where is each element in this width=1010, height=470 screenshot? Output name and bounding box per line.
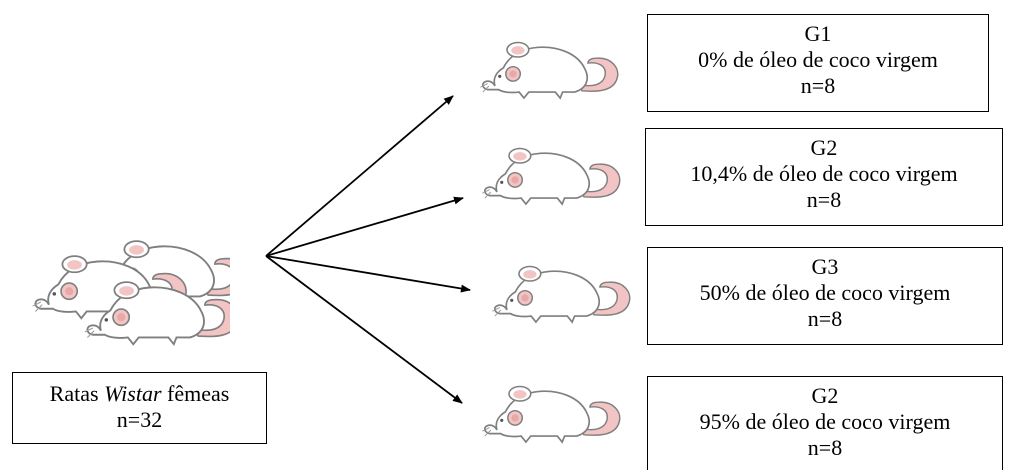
arrow-to-g4: [265, 255, 463, 404]
group-name: G2: [810, 135, 838, 160]
group-box-g2: G2 10,4% de óleo de coco virgem n=8: [645, 128, 1003, 226]
rat-icon-g3: [491, 265, 631, 323]
rat-icon-g2: [481, 147, 621, 205]
source-count: n=32: [116, 407, 163, 432]
rat-icon-g4: [481, 385, 621, 443]
group-box-g4: G2 95% de óleo de coco virgem n=8: [647, 376, 1003, 470]
source-box: Ratas Wistar fêmeas n=32: [12, 372, 267, 444]
group-box-g1: G1 0% de óleo de coco virgem n=8: [647, 14, 989, 112]
arrow-to-g2: [265, 196, 464, 257]
arrow-to-g1: [265, 95, 454, 257]
group-box-g3: G3 50% de óleo de coco virgem n=8: [647, 247, 1003, 345]
group-name: G2: [811, 383, 839, 408]
source-label: Ratas Wistar fêmeas: [49, 381, 230, 406]
group-count: n=8: [807, 435, 843, 460]
group-treatment: 0% de óleo de coco virgem: [698, 47, 938, 72]
arrow-to-g3: [265, 255, 471, 293]
group-name: G1: [804, 21, 832, 46]
group-count: n=8: [806, 187, 842, 212]
group-count: n=8: [800, 73, 836, 98]
group-count: n=8: [807, 306, 843, 331]
group-name: G3: [811, 254, 839, 279]
group-treatment: 95% de óleo de coco virgem: [699, 409, 951, 434]
rat-group-icon: [31, 240, 230, 346]
group-treatment: 50% de óleo de coco virgem: [699, 280, 951, 305]
rat-icon-g1: [479, 41, 619, 99]
group-treatment: 10,4% de óleo de coco virgem: [690, 161, 958, 186]
